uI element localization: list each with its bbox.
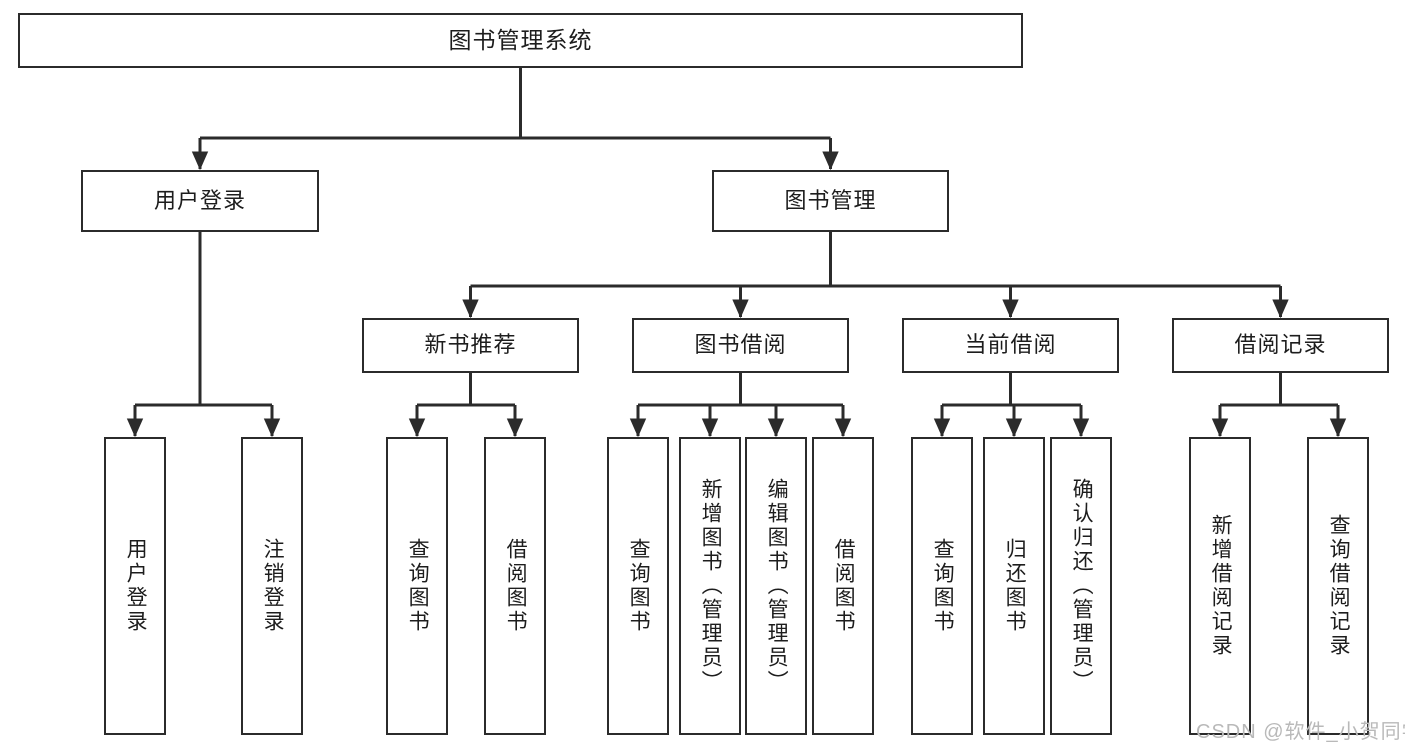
node-leaf-edit-book[interactable]: 编辑图书（管理员）: [745, 437, 807, 735]
node-leaf-add-record[interactable]: 新增借阅记录: [1189, 437, 1251, 735]
node-root-label: 图书管理系统: [448, 26, 593, 53]
node-leaf-query-book-borrow[interactable]: 查询图书: [607, 437, 669, 735]
connector-lines: [126, 68, 1347, 438]
node-leaf-add-book[interactable]: 新增图书（管理员）: [679, 437, 741, 735]
node-leaf-user-login[interactable]: 用户登录: [104, 437, 166, 735]
csdn-watermark: CSDN @软件_小贺同学: [1196, 721, 1405, 743]
node-leaf-confirm-return[interactable]: 确认归还（管理员）: [1050, 437, 1112, 735]
node-new-book-rec[interactable]: 新书推荐: [362, 318, 579, 373]
node-leaf-confirm-return-label: 确认归还（管理员）: [1070, 478, 1094, 694]
node-leaf-user-login-label: 用户登录: [124, 538, 148, 634]
node-leaf-query-book-cur-label: 查询图书: [931, 538, 955, 634]
node-leaf-query-book-cur[interactable]: 查询图书: [911, 437, 973, 735]
node-leaf-user-logout[interactable]: 注销登录: [241, 437, 303, 735]
node-root[interactable]: 图书管理系统: [18, 13, 1023, 68]
node-user-login-label: 用户登录: [153, 187, 246, 213]
node-leaf-user-logout-label: 注销登录: [261, 538, 285, 634]
node-leaf-borrow-book-label: 借阅图书: [832, 538, 856, 634]
node-leaf-query-book-rec-label: 查询图书: [406, 538, 430, 634]
node-leaf-add-book-label: 新增图书（管理员）: [699, 478, 723, 694]
node-leaf-query-record[interactable]: 查询借阅记录: [1307, 437, 1369, 735]
node-current-borrow[interactable]: 当前借阅: [902, 318, 1119, 373]
node-new-book-rec-label: 新书推荐: [424, 332, 517, 358]
node-borrow-record-label: 借阅记录: [1234, 332, 1327, 358]
node-user-login[interactable]: 用户登录: [81, 170, 319, 232]
node-book-borrow[interactable]: 图书借阅: [632, 318, 849, 373]
node-book-borrow-label: 图书借阅: [694, 332, 787, 358]
node-book-manage[interactable]: 图书管理: [712, 170, 949, 232]
node-leaf-return-book[interactable]: 归还图书: [983, 437, 1045, 735]
node-leaf-borrow-book-rec[interactable]: 借阅图书: [484, 437, 546, 735]
node-book-manage-label: 图书管理: [784, 187, 877, 213]
node-leaf-return-book-label: 归还图书: [1003, 538, 1027, 634]
node-leaf-borrow-book-rec-label: 借阅图书: [504, 538, 528, 634]
node-leaf-query-record-label: 查询借阅记录: [1327, 514, 1351, 658]
node-leaf-query-book-rec[interactable]: 查询图书: [386, 437, 448, 735]
node-leaf-add-record-label: 新增借阅记录: [1209, 514, 1233, 658]
node-current-borrow-label: 当前借阅: [964, 332, 1057, 358]
node-leaf-edit-book-label: 编辑图书（管理员）: [765, 478, 789, 694]
node-borrow-record[interactable]: 借阅记录: [1172, 318, 1389, 373]
node-leaf-borrow-book[interactable]: 借阅图书: [812, 437, 874, 735]
node-leaf-query-book-borrow-label: 查询图书: [627, 538, 651, 634]
